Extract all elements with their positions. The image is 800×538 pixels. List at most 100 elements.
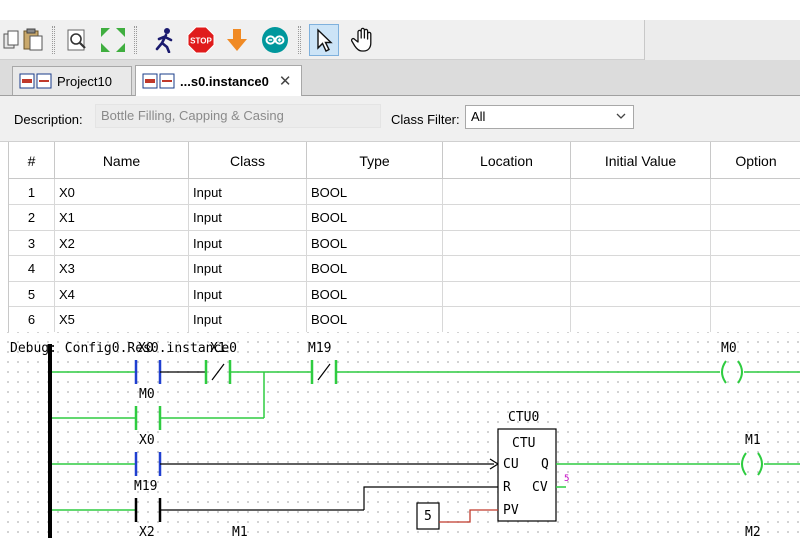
description-bar: Description: Bottle Filling, Capping & C… bbox=[0, 96, 800, 142]
cell-name[interactable]: X3 bbox=[55, 255, 189, 282]
cell-class[interactable]: Input bbox=[189, 306, 307, 333]
debug-instance-path: Debug: Config0.Res0.instance0 bbox=[10, 341, 237, 356]
m2-coil-label[interactable]: M2 bbox=[745, 525, 761, 538]
variables-table: # Name Class Type Location Initial Value… bbox=[8, 142, 800, 333]
cell-location[interactable] bbox=[443, 204, 571, 231]
cell-num[interactable]: 2 bbox=[9, 204, 55, 231]
cell-initial-value[interactable] bbox=[571, 230, 711, 256]
col-header-option[interactable]: Option bbox=[735, 152, 777, 169]
cell-option[interactable] bbox=[711, 307, 800, 333]
cell-initial-value[interactable] bbox=[571, 281, 711, 307]
cell-initial-value[interactable] bbox=[571, 179, 711, 205]
cell-option[interactable] bbox=[711, 281, 800, 307]
x0b-contact-label[interactable]: X0 bbox=[139, 433, 155, 448]
fullscreen-icon[interactable] bbox=[98, 24, 128, 56]
cell-num[interactable]: 6 bbox=[9, 306, 55, 333]
cell-type[interactable]: BOOL bbox=[307, 179, 443, 205]
m19-contact-label[interactable]: M19 bbox=[308, 341, 332, 356]
cell-location[interactable] bbox=[443, 306, 571, 333]
cell-num[interactable]: 5 bbox=[9, 281, 55, 307]
class-filter-select[interactable]: All bbox=[465, 105, 634, 129]
cell-name[interactable]: X0 bbox=[55, 179, 189, 205]
cell-class[interactable]: Input bbox=[189, 255, 307, 282]
description-field[interactable]: Bottle Filling, Capping & Casing bbox=[95, 104, 381, 128]
col-header-type[interactable]: Type bbox=[307, 142, 443, 179]
cell-class[interactable]: Input bbox=[189, 204, 307, 231]
m0-coil-label[interactable]: M0 bbox=[721, 341, 737, 356]
ladder-diagram[interactable]: X0 X1 Debug: Config0.Res0.instance0 M19 … bbox=[0, 332, 800, 538]
tab-label: ...s0.instance0 bbox=[180, 73, 269, 89]
x2-contact-label[interactable]: X2 bbox=[139, 525, 155, 538]
cell-name[interactable]: X1 bbox=[55, 204, 189, 231]
cell-type[interactable]: BOOL bbox=[307, 255, 443, 282]
cell-initial-value[interactable] bbox=[571, 255, 711, 282]
cell-type[interactable]: BOOL bbox=[307, 306, 443, 333]
cell-location[interactable] bbox=[443, 281, 571, 307]
col-header-initial-value[interactable]: Initial Value bbox=[571, 142, 711, 179]
table-header: # Name Class Type Location Initial Value… bbox=[9, 142, 800, 179]
cell-initial-value[interactable] bbox=[571, 204, 711, 231]
close-tab-icon[interactable]: ✕ bbox=[278, 73, 292, 90]
class-filter-value: All bbox=[471, 109, 486, 124]
cell-option[interactable] bbox=[711, 230, 800, 256]
toolbar-separator bbox=[134, 26, 137, 54]
cell-option[interactable] bbox=[711, 179, 800, 205]
copy-icon[interactable] bbox=[0, 24, 26, 56]
x1-contact-label[interactable]: X1 bbox=[210, 341, 226, 356]
ctu0-instance-label[interactable]: CTU0 bbox=[508, 410, 540, 425]
x0-contact-label[interactable]: X0 bbox=[138, 341, 154, 356]
cell-type[interactable]: BOOL bbox=[307, 281, 443, 307]
cell-name[interactable]: X2 bbox=[55, 230, 189, 256]
cell-num[interactable]: 3 bbox=[9, 230, 55, 256]
cell-location[interactable] bbox=[443, 179, 571, 205]
paste-icon[interactable] bbox=[18, 24, 48, 56]
tab-project10[interactable]: Project10 bbox=[12, 66, 132, 95]
run-icon[interactable] bbox=[150, 24, 180, 56]
cell-option[interactable] bbox=[711, 256, 800, 282]
select-pointer-icon[interactable] bbox=[309, 24, 339, 56]
download-icon[interactable] bbox=[222, 24, 252, 56]
chevron-down-icon bbox=[615, 109, 627, 126]
m1-contact-label[interactable]: M1 bbox=[232, 525, 248, 538]
toolbar: STOP bbox=[0, 20, 800, 60]
m0-contact-label[interactable]: M0 bbox=[139, 387, 155, 402]
zoom-preview-icon[interactable] bbox=[62, 24, 92, 56]
pv-pin-label: PV bbox=[503, 503, 519, 518]
m19-negate-slash bbox=[317, 363, 331, 381]
description-label: Description: bbox=[14, 112, 83, 127]
cell-option[interactable] bbox=[711, 205, 800, 231]
class-filter-label: Class Filter: bbox=[391, 112, 460, 127]
pv-constant-value[interactable]: 5 bbox=[424, 509, 432, 524]
cell-num[interactable]: 1 bbox=[9, 179, 55, 205]
tab-instance0[interactable]: ...s0.instance0 ✕ bbox=[135, 65, 302, 96]
cell-location[interactable] bbox=[443, 255, 571, 282]
cell-name[interactable]: X4 bbox=[55, 281, 189, 307]
cell-class[interactable]: Input bbox=[189, 179, 307, 205]
cell-initial-value[interactable] bbox=[571, 306, 711, 333]
pan-hand-icon[interactable] bbox=[348, 24, 378, 56]
cell-location[interactable] bbox=[443, 230, 571, 256]
ladder-wires bbox=[48, 344, 800, 538]
cell-class[interactable]: Input bbox=[189, 230, 307, 256]
arduino-icon[interactable] bbox=[260, 24, 290, 56]
stop-icon[interactable]: STOP bbox=[186, 24, 216, 56]
cell-name[interactable]: X5 bbox=[55, 306, 189, 333]
m1-coil-label[interactable]: M1 bbox=[745, 433, 761, 448]
toolbar-separator bbox=[298, 26, 301, 54]
reset-wire bbox=[363, 486, 498, 510]
cell-num[interactable]: 4 bbox=[9, 255, 55, 282]
col-header-location[interactable]: Location bbox=[443, 142, 571, 179]
cell-class[interactable]: Input bbox=[189, 281, 307, 307]
col-header-num[interactable]: # bbox=[9, 142, 55, 179]
cell-type[interactable]: BOOL bbox=[307, 230, 443, 256]
cell-type[interactable]: BOOL bbox=[307, 204, 443, 231]
m19b-contact-label[interactable]: M19 bbox=[134, 479, 158, 494]
col-header-name[interactable]: Name bbox=[55, 142, 189, 179]
col-header-class[interactable]: Class bbox=[189, 142, 307, 179]
